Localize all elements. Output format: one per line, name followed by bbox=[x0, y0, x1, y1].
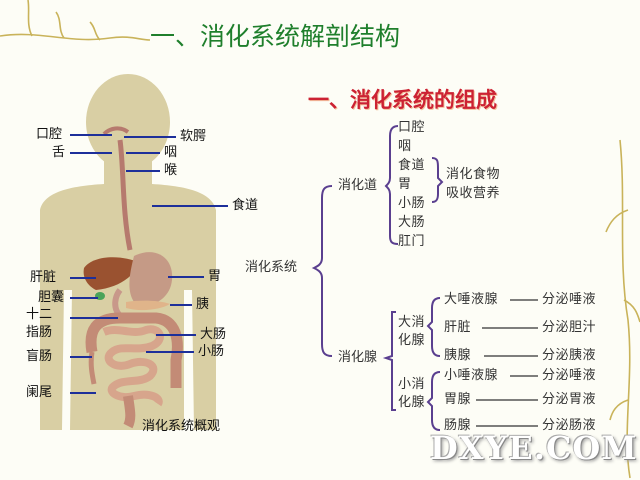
figure-caption: 消化系统概观 bbox=[142, 419, 221, 434]
root-bracket bbox=[311, 185, 333, 357]
appendix bbox=[88, 351, 97, 385]
small-intestine bbox=[102, 325, 164, 407]
label-appendix: 阑尾 bbox=[26, 385, 53, 400]
label-cecum: 盲肠 bbox=[26, 349, 53, 364]
small-gland-secretion: 分泌唾液 bbox=[542, 368, 597, 383]
glands-bracket bbox=[382, 311, 396, 411]
tract-organ: 胃 bbox=[398, 177, 412, 192]
label-esophagus: 食道 bbox=[232, 198, 259, 213]
body-silhouette bbox=[40, 74, 216, 430]
tract-organ: 大肠 bbox=[398, 215, 426, 230]
pancreas bbox=[126, 300, 170, 311]
label-duodenum-2: 指肠 bbox=[26, 325, 53, 340]
small-gland-label: 小消 bbox=[398, 377, 426, 392]
tract-organ: 食道 bbox=[398, 158, 426, 173]
watermark: DXYE.COM bbox=[430, 429, 638, 467]
tree-brackets bbox=[311, 125, 444, 431]
label-duodenum-1: 十二 bbox=[26, 307, 53, 322]
large-gland-secretion: 分泌唾液 bbox=[542, 292, 597, 307]
large-gland-bracket bbox=[426, 297, 441, 357]
label-gallbladder: 胆囊 bbox=[38, 290, 65, 305]
rectum bbox=[123, 395, 136, 429]
tree-tract: 消化道 bbox=[338, 178, 378, 193]
tract-organ: 咽 bbox=[398, 139, 412, 154]
function-bracket bbox=[431, 157, 444, 203]
tract-organ: 小肠 bbox=[398, 196, 426, 211]
tract-organ: 口腔 bbox=[398, 120, 426, 135]
label-liver: 肝脏 bbox=[30, 270, 57, 285]
large-gland-secretion: 分泌胰液 bbox=[542, 348, 597, 363]
mouth-cavity bbox=[102, 126, 130, 136]
tree-glands: 消化腺 bbox=[338, 350, 378, 365]
large-gland-item: 胰腺 bbox=[444, 348, 472, 363]
label-small-intestine: 小肠 bbox=[198, 344, 225, 359]
pointer-lines bbox=[70, 134, 228, 394]
small-gland-item: 胃腺 bbox=[444, 392, 472, 407]
small-gland-secretion: 分泌胃液 bbox=[542, 392, 597, 407]
digestive-organs bbox=[83, 126, 183, 429]
large-gland-secretion: 分泌胆汁 bbox=[542, 320, 597, 335]
label-large-intestine: 大肠 bbox=[200, 327, 227, 342]
large-intestine bbox=[85, 312, 183, 388]
large-gland-item: 大唾液腺 bbox=[444, 292, 499, 307]
small-gland-item: 小唾液腺 bbox=[444, 368, 499, 383]
large-gland-label: 化腺 bbox=[398, 333, 426, 348]
liver bbox=[83, 257, 138, 290]
label-soft-palate: 软腭 bbox=[180, 129, 207, 144]
label-tongue: 舌 bbox=[52, 145, 66, 160]
small-gland-secretion: 分泌肠液 bbox=[542, 418, 597, 433]
stomach bbox=[129, 252, 173, 305]
tract-organ: 肛门 bbox=[398, 234, 426, 249]
tract-bracket bbox=[384, 125, 399, 245]
slide-title: 一、消化系统解剖结构 bbox=[150, 22, 401, 51]
small-gland-label: 化腺 bbox=[398, 395, 426, 410]
large-gland-item: 肝脏 bbox=[444, 320, 472, 335]
esophagus bbox=[117, 139, 133, 251]
label-mouth: 口腔 bbox=[36, 127, 63, 142]
small-gland-bracket bbox=[426, 371, 441, 431]
label-pancreas: 胰 bbox=[196, 297, 210, 312]
small-gland-item: 肠腺 bbox=[444, 418, 472, 433]
label-larynx: 喉 bbox=[164, 163, 178, 178]
label-pharynx: 咽 bbox=[164, 145, 178, 160]
tree-root: 消化系统 bbox=[245, 260, 298, 275]
gland-connectors bbox=[476, 299, 538, 427]
tract-function: 吸收营养 bbox=[446, 186, 501, 201]
large-gland-label: 大消 bbox=[398, 315, 426, 330]
label-stomach: 胃 bbox=[208, 269, 222, 284]
section-title: 一、消化系统的组成 bbox=[308, 88, 497, 112]
tract-function: 消化食物 bbox=[446, 167, 501, 182]
